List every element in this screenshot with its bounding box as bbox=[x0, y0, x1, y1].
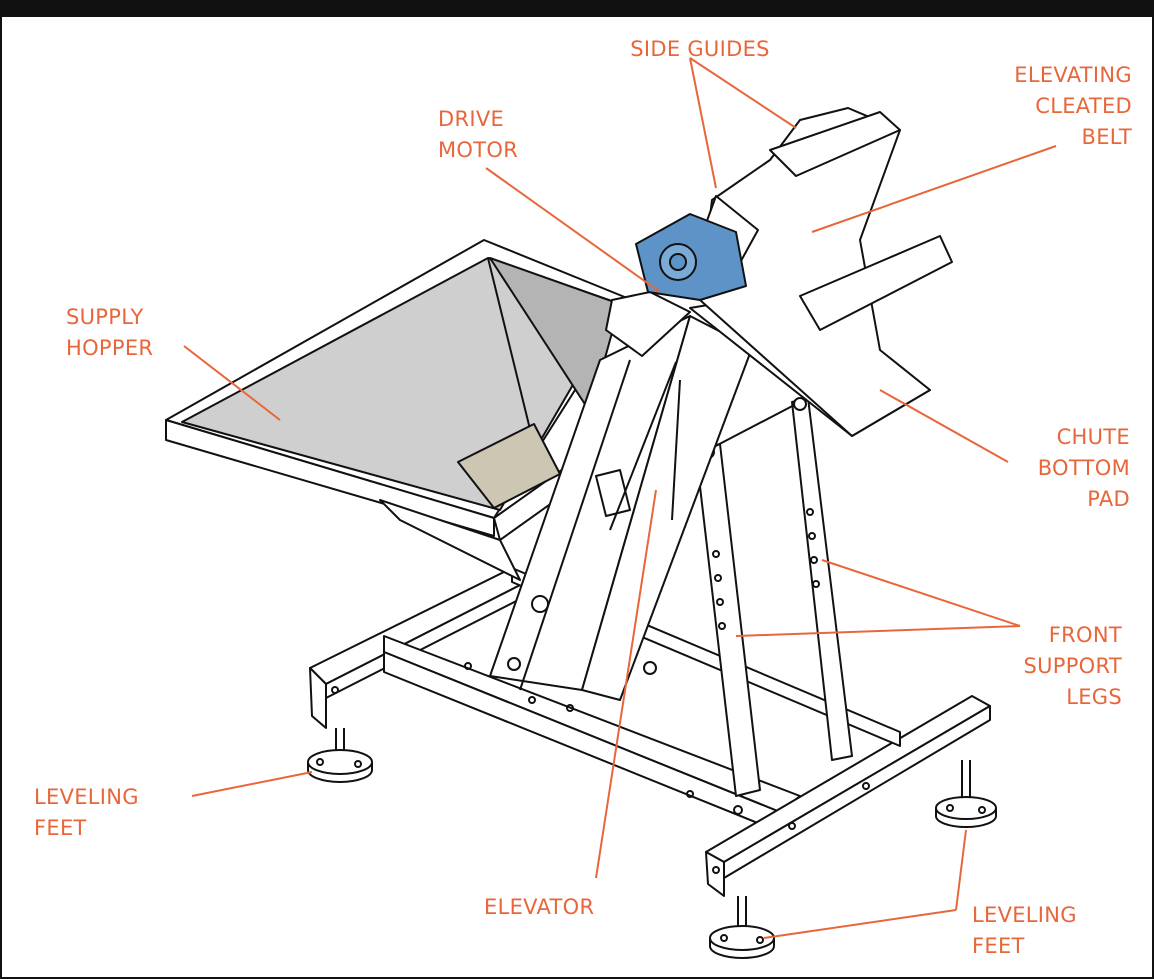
label-elevating-cleated-belt: ELEVATING CLEATED BELT bbox=[960, 60, 1132, 153]
base-frame bbox=[309, 567, 991, 897]
label-line: CHUTE bbox=[1056, 425, 1130, 449]
label-line: LEVELING bbox=[972, 903, 1077, 927]
label-line: ELEVATING bbox=[1014, 63, 1132, 87]
leader-lines bbox=[183, 57, 1057, 939]
label-front-support-legs: FRONT SUPPORT LEGS bbox=[980, 620, 1122, 713]
label-drive-motor: DRIVE MOTOR bbox=[438, 104, 518, 166]
label-line: DRIVE bbox=[438, 107, 505, 131]
label-leveling-feet-left: LEVELING FEET bbox=[34, 782, 139, 844]
label-line: BOTTOM bbox=[1037, 456, 1130, 480]
label-line: CLEATED bbox=[1035, 94, 1132, 118]
leveling-foot-left bbox=[307, 728, 373, 783]
label-line: LEGS bbox=[1066, 685, 1122, 709]
label-side-guides: SIDE GUIDES bbox=[610, 34, 790, 65]
label-leveling-feet-right: LEVELING FEET bbox=[972, 900, 1077, 962]
label-line: LEVELING bbox=[34, 785, 139, 809]
label-line: FEET bbox=[972, 934, 1025, 958]
top-border-bar bbox=[0, 0, 1154, 16]
label-line: ELEVATOR bbox=[484, 895, 595, 919]
label-line: SUPPORT bbox=[1023, 654, 1122, 678]
label-line: PAD bbox=[1087, 487, 1130, 511]
leveling-foot-right-front bbox=[709, 896, 775, 959]
leveling-foot-right-back bbox=[935, 760, 997, 828]
elevator-body bbox=[489, 107, 953, 701]
label-line: HOPPER bbox=[66, 336, 154, 360]
label-elevator: ELEVATOR bbox=[484, 892, 594, 923]
label-line: SIDE GUIDES bbox=[630, 37, 770, 61]
label-chute-bottom-pad: CHUTE BOTTOM PAD bbox=[986, 422, 1130, 515]
frame-border bbox=[0, 15, 1154, 979]
drive-motor bbox=[605, 213, 747, 357]
label-line: BELT bbox=[1081, 125, 1132, 149]
front-support-legs bbox=[695, 397, 853, 797]
label-line: MOTOR bbox=[438, 138, 519, 162]
label-line: FRONT bbox=[1048, 623, 1122, 647]
label-line: FEET bbox=[34, 816, 87, 840]
label-supply-hopper: SUPPLY HOPPER bbox=[66, 302, 153, 364]
machine-linework bbox=[165, 107, 997, 959]
label-line: SUPPLY bbox=[66, 305, 144, 329]
